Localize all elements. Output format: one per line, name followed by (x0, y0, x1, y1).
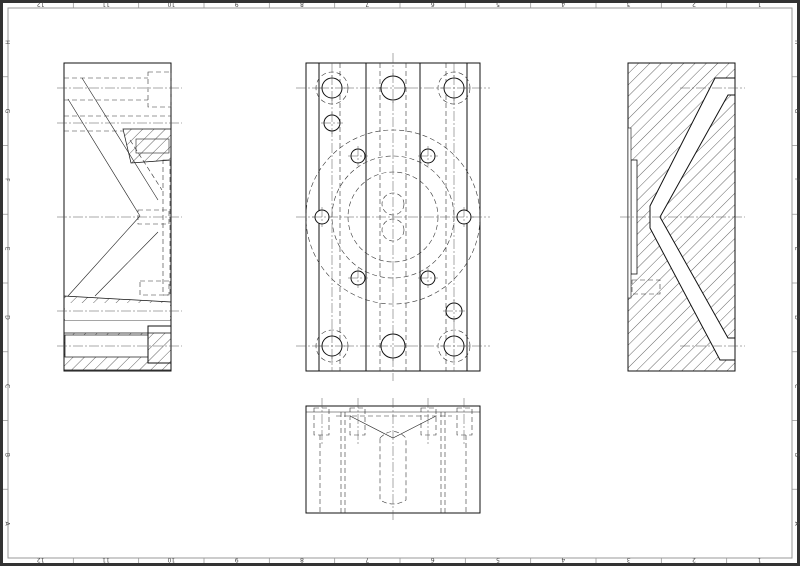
column-label: 10 (167, 1, 175, 8)
bottom-view (305, 398, 481, 520)
row-label: B (793, 453, 800, 457)
column-label: 2 (692, 556, 696, 563)
column-label: 12 (37, 1, 45, 8)
column-label: 8 (300, 556, 304, 563)
row-label: E (793, 247, 800, 251)
row-label: G (793, 109, 800, 114)
counterbore (315, 71, 349, 105)
column-label: 3 (627, 1, 631, 8)
row-label: H (4, 40, 11, 45)
right-section-view (620, 62, 745, 372)
column-label: 2 (692, 1, 696, 8)
row-label: G (4, 109, 11, 114)
column-label: 4 (561, 1, 565, 8)
row-label: D (4, 315, 11, 320)
row-label: C (793, 384, 800, 388)
column-label: 7 (365, 1, 369, 8)
counterbore (315, 329, 349, 363)
row-label: F (793, 178, 800, 182)
column-label: 9 (235, 1, 239, 8)
left-section-view (57, 62, 182, 372)
column-label: 3 (627, 556, 631, 563)
column-label: 9 (235, 556, 239, 563)
column-label: 1 (757, 1, 761, 8)
column-label: 6 (431, 556, 435, 563)
row-label: H (793, 40, 800, 45)
counterbore (437, 71, 471, 105)
column-label: 8 (300, 1, 304, 8)
column-label: 5 (496, 556, 500, 563)
front-view (296, 53, 490, 381)
row-label: C (4, 384, 11, 388)
column-label: 1 (757, 556, 761, 563)
row-label: E (4, 247, 11, 251)
row-label: B (4, 453, 11, 457)
column-label: 4 (561, 556, 565, 563)
column-label: 6 (431, 1, 435, 8)
row-label: D (793, 315, 800, 320)
column-label: 11 (102, 1, 110, 8)
column-label: 5 (496, 1, 500, 8)
column-label: 12 (37, 556, 45, 563)
column-label: 7 (365, 556, 369, 563)
counterbore (437, 329, 471, 363)
row-label: F (4, 178, 11, 182)
row-label: A (4, 522, 11, 527)
row-label: A (793, 522, 800, 527)
column-label: 11 (102, 556, 110, 563)
column-label: 10 (167, 556, 175, 563)
